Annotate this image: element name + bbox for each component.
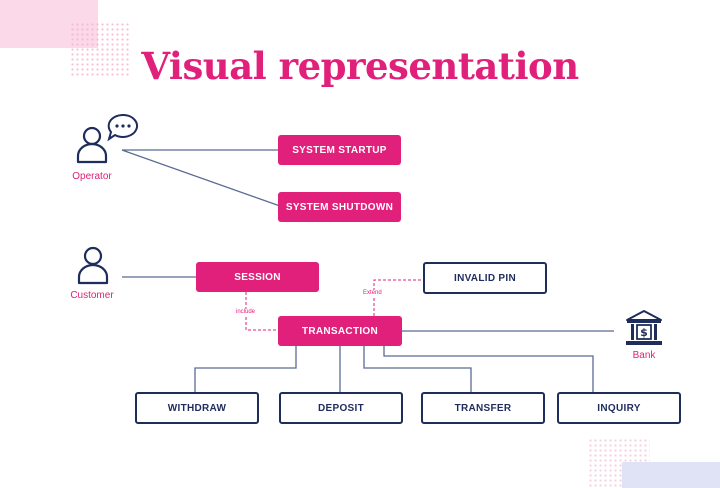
actor-operator-label: Operator bbox=[72, 171, 112, 182]
relation-extend-label: Extend bbox=[362, 290, 383, 296]
page-title: Visual representation bbox=[141, 44, 579, 88]
line-operator-shutdown bbox=[121, 149, 281, 207]
use-case-withdraw[interactable]: WITHDRAW bbox=[135, 392, 259, 424]
bank-building-icon: $ bbox=[626, 310, 662, 345]
svg-text:$: $ bbox=[640, 326, 648, 339]
person-icon bbox=[77, 246, 109, 285]
line-transaction-inquiry bbox=[383, 346, 594, 394]
person-with-speech-bubble-icon bbox=[76, 113, 138, 164]
use-case-system-startup[interactable]: SYSTEM STARTUP bbox=[278, 135, 401, 165]
use-case-session[interactable]: SESSION bbox=[196, 262, 319, 292]
use-case-deposit[interactable]: DEPOSIT bbox=[279, 392, 403, 424]
relation-include-label: include bbox=[235, 309, 257, 315]
actor-bank-label: Bank bbox=[632, 350, 656, 361]
line-session-include bbox=[245, 292, 278, 331]
line-transaction-withdraw bbox=[194, 346, 297, 394]
use-case-invalid-pin[interactable]: INVALID PIN bbox=[423, 262, 547, 294]
actor-customer-label: Customer bbox=[70, 290, 114, 301]
line-transaction-transfer bbox=[363, 346, 472, 394]
decorative-dot-pattern bbox=[70, 22, 130, 77]
use-case-transfer[interactable]: TRANSFER bbox=[421, 392, 545, 424]
decorative-corner-block-bottom bbox=[622, 462, 720, 488]
use-case-transaction[interactable]: TRANSACTION bbox=[278, 316, 402, 346]
use-case-system-shutdown[interactable]: SYSTEM SHUTDOWN bbox=[278, 192, 401, 222]
line-transaction-extend bbox=[373, 279, 424, 316]
use-case-inquiry[interactable]: INQUIRY bbox=[557, 392, 681, 424]
